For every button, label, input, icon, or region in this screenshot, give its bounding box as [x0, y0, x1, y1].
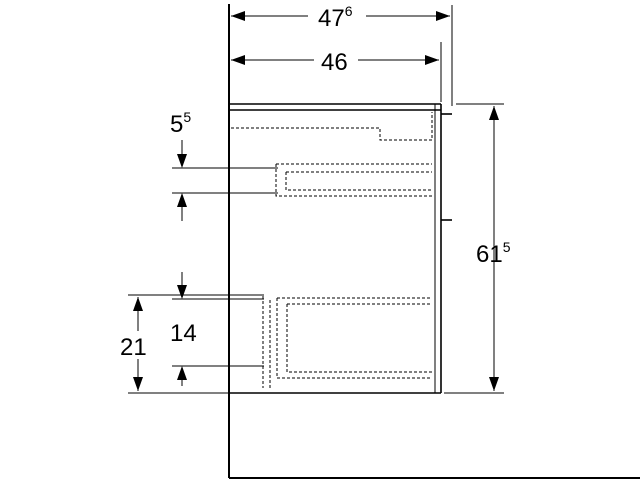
label-body-width: 46 — [321, 49, 348, 76]
label-drawer-height: 14 — [170, 320, 197, 347]
label-lower-height: 21 — [120, 334, 147, 361]
dim-top-offset — [172, 140, 278, 221]
label-total-height: 615 — [476, 239, 511, 268]
cabinet-body — [229, 103, 442, 394]
dim-drawer-height — [172, 272, 264, 386]
drawer-handles — [441, 113, 452, 221]
wall-outline — [228, 4, 640, 479]
label-top-offset: 55 — [170, 109, 191, 138]
hidden-drawer-lines — [231, 112, 433, 388]
dim-total-height — [444, 103, 504, 394]
label-overall-width: 476 — [318, 3, 353, 32]
